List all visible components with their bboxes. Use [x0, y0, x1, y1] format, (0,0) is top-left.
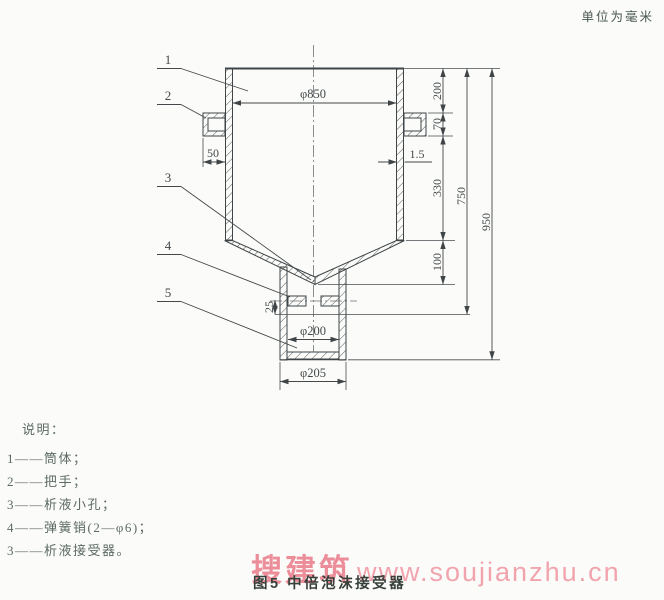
dim-wall-thickness: 1.5	[410, 147, 425, 161]
tube-left-wall	[279, 266, 288, 361]
legend-title: 说明：	[22, 422, 66, 437]
dim-handle-height: 70	[430, 118, 444, 130]
part-label-3: 3	[165, 170, 172, 185]
spring-pin-right	[320, 295, 340, 307]
dim-body-height: 330	[430, 179, 444, 197]
dimension-texts: φ850 50 1.5 200 70 330 100 750 950 25 φ2…	[207, 82, 493, 380]
dim-height-950: 950	[479, 213, 493, 231]
dim-tube-inner-diameter: φ200	[300, 324, 326, 338]
cylinder-right-wall	[396, 67, 404, 241]
cone-right-wall	[314, 239, 406, 286]
part-label-1: 1	[165, 52, 172, 67]
part-labels: 1 2 3 4 5	[165, 52, 172, 300]
legend-item-4: 4——弹簧销(2—φ6)；	[7, 520, 154, 535]
technical-drawing: 1 2 3 4 5 φ850 50 1.5 200 70 330 100 750…	[157, 45, 500, 390]
legend-item-1: 1——筒体；	[7, 451, 88, 466]
dim-top-diameter: φ850	[300, 87, 326, 101]
dimension-lines	[203, 68, 495, 385]
extension-lines	[202, 68, 500, 390]
center-lines	[270, 45, 357, 352]
dim-handle-width: 50	[207, 146, 219, 160]
spring-pin-left	[287, 295, 307, 307]
unit-note: 单位为毫米	[581, 10, 654, 24]
figure-caption: 图5 中倍泡沫接受器	[253, 576, 407, 592]
part-label-2: 2	[165, 88, 172, 103]
legend: 说明： 1——筒体； 2——把手； 3——析液小孔； 4——弹簧销(2—φ6)；…	[7, 419, 307, 562]
receiver-bottom	[286, 351, 340, 360]
legend-item-2: 2——把手；	[7, 474, 88, 489]
part-label-5: 5	[165, 285, 172, 300]
dim-tube-outer-diameter: φ205	[300, 366, 326, 380]
dim-rim-height: 200	[430, 82, 444, 100]
handles	[202, 112, 427, 137]
leader-lines	[157, 68, 312, 349]
cylinder-left-wall	[225, 67, 233, 241]
dim-pin-offset: 25	[262, 301, 276, 313]
dim-height-750: 750	[454, 187, 468, 205]
legend-item-5: 3——析液接受器。	[7, 543, 132, 558]
part-label-4: 4	[165, 238, 172, 253]
legend-item-3: 3——析液小孔；	[7, 497, 117, 512]
legend-items: 1——筒体； 2——把手； 3——析液小孔； 4——弹簧销(2—φ6)； 3——…	[7, 447, 307, 562]
dim-cone-height: 100	[430, 253, 444, 271]
cone-left-wall	[223, 239, 316, 286]
